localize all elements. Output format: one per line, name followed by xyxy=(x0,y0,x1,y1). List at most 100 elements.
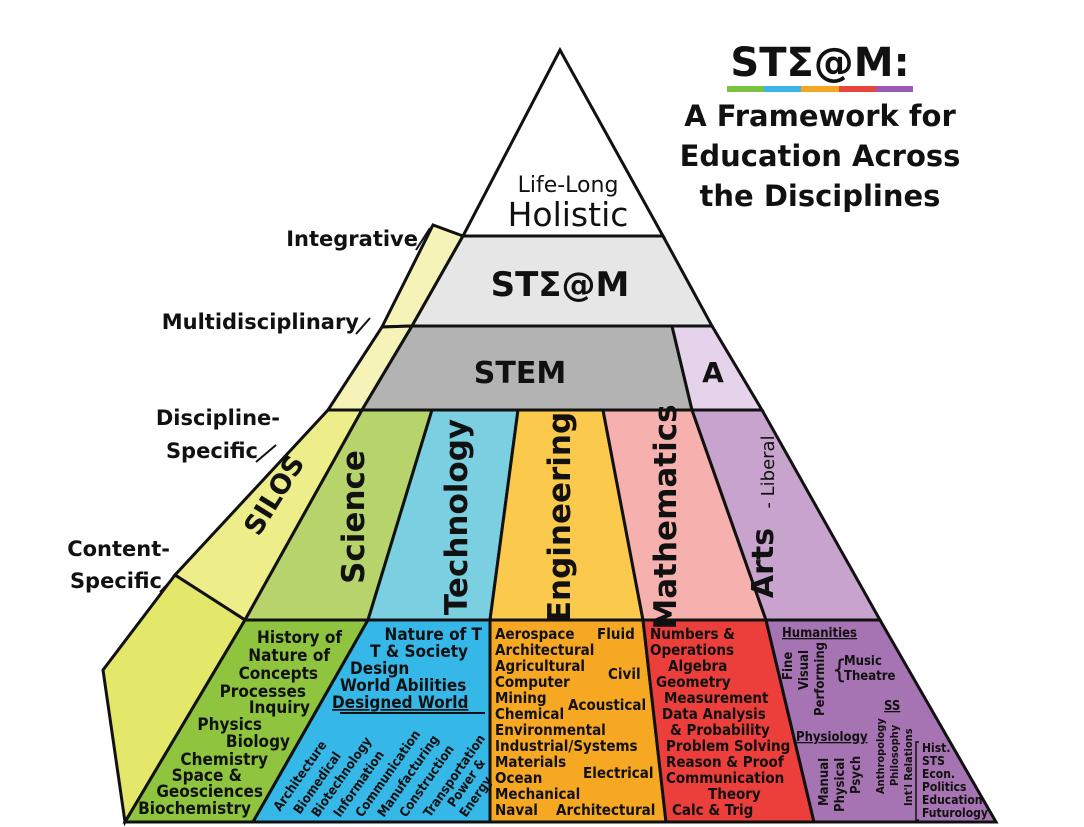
technology-item: Design xyxy=(350,659,409,679)
mathematics-item: Theory xyxy=(708,785,761,803)
arts-physical: Physical xyxy=(833,758,848,812)
engineering-item: Mining xyxy=(495,689,547,707)
subtitle-line: Education Across xyxy=(679,139,961,173)
title-block: STΣ@M: A Framework for Education Across … xyxy=(660,40,980,216)
mathematics-item: Numbers & xyxy=(650,625,735,643)
arts-base xyxy=(764,618,999,824)
technology-item: T & Society xyxy=(370,642,468,662)
arts-list-item: Politics xyxy=(922,780,966,794)
stem-label: STEM xyxy=(474,356,566,391)
rainbow-segment xyxy=(838,86,876,92)
content-specific-line2: Specific xyxy=(70,569,162,593)
engineering-item: Computer xyxy=(495,673,570,691)
science-item: Space & xyxy=(172,766,242,786)
title-main: STΣ@M: xyxy=(730,40,910,86)
mathematics-item: Operations xyxy=(650,641,734,659)
integrative-leader xyxy=(415,227,431,251)
engineering-item: Ocean xyxy=(495,769,542,787)
science-item: Geosciences xyxy=(156,782,263,802)
arts-intl-relations: Int'l Relations xyxy=(902,728,915,806)
a-label: A xyxy=(702,356,724,389)
content-specific-line1: Content- xyxy=(67,537,170,561)
technology-item: Designed World xyxy=(332,693,468,713)
mathematics-item: & Probability xyxy=(670,721,770,739)
engineering-item: Environmental xyxy=(495,721,606,739)
engineering-item: Fluid xyxy=(597,625,635,643)
engineering-item: Electrical xyxy=(583,764,653,782)
science-item: Biology xyxy=(226,732,290,752)
life-long-label: Life-Long xyxy=(518,173,619,198)
integrative-side-label: Integrative xyxy=(286,227,418,251)
arts-theatre: Theatre xyxy=(844,669,895,684)
holistic-label: Holistic xyxy=(508,195,629,234)
engineering-item: Agricultural xyxy=(495,657,585,675)
arts-performing: Performing xyxy=(813,642,828,716)
rainbow-segment xyxy=(801,86,839,92)
engineering-item: Chemical xyxy=(495,705,564,723)
arts-physiology: Physiology xyxy=(796,730,868,745)
arts-liberal-label: - Liberal xyxy=(758,435,779,508)
arts-list-bracket xyxy=(915,741,919,821)
engineering-item: Civil xyxy=(608,665,641,683)
engineering-item: Mechanical xyxy=(495,785,580,803)
technology-label: Technology xyxy=(439,419,475,615)
arts-philosophy: Philosophy xyxy=(888,724,901,786)
arts-humanities: Humanities xyxy=(782,626,857,641)
title-subtitle: A Framework for Education Across the Dis… xyxy=(660,96,980,216)
arts-list-item: Education xyxy=(922,793,982,807)
arts-list-item: STS xyxy=(922,754,945,768)
arts-brace: { xyxy=(832,655,847,685)
content-leader xyxy=(159,574,177,593)
science-item: Nature of xyxy=(248,646,330,666)
engineering-item: Architectural xyxy=(556,801,655,819)
title-rainbow-underline xyxy=(727,86,914,92)
arts-fine: Fine xyxy=(781,652,796,680)
discipline-specific-line2: Specific xyxy=(166,439,258,463)
science-item: Inquiry xyxy=(249,698,310,718)
engineering-item: Naval xyxy=(495,801,538,819)
multidisciplinary-side-label: Multidisciplinary xyxy=(162,310,360,334)
science-item: Biochemistry xyxy=(138,799,251,819)
arts-music: Music xyxy=(844,654,882,669)
mathematics-item: Algebra xyxy=(668,657,727,675)
mathematics-item: Problem Solving xyxy=(666,737,790,755)
discipline-specific-line1: Discipline- xyxy=(156,406,280,430)
engineering-item: Aerospace xyxy=(495,625,574,643)
arts-visual: Visual xyxy=(797,650,812,690)
rainbow-segment xyxy=(764,86,802,92)
rainbow-segment xyxy=(727,86,765,92)
mathematics-label: Mathematics xyxy=(648,404,684,629)
mathematics-item: Measurement xyxy=(664,689,769,707)
mathematics-item: Calc & Trig xyxy=(672,801,753,819)
engineering-item: Industrial/Systems xyxy=(495,737,638,755)
arts-manual: Manual xyxy=(817,758,832,806)
arts-anthropology: Anthropology xyxy=(874,718,887,794)
mathematics-item: Reason & Proof xyxy=(666,753,784,771)
engineering-item: Architectural xyxy=(495,641,594,659)
engineering-label: Engineering xyxy=(542,412,578,622)
science-item: History of xyxy=(257,628,342,648)
subtitle-line: the Disciplines xyxy=(699,179,941,213)
arts-list-item: Econ. xyxy=(922,767,955,781)
arts-psych: Psych xyxy=(849,756,864,794)
rainbow-segment xyxy=(875,86,914,92)
steam-label: STΣ@M xyxy=(491,265,630,305)
multidisciplinary-leader xyxy=(355,317,371,335)
engineering-item: Materials xyxy=(495,753,566,771)
science-item: Physics xyxy=(197,715,262,735)
science-label: Science xyxy=(336,450,372,584)
arts-list-item: Hist. xyxy=(922,741,950,755)
discipline-leader xyxy=(255,444,277,463)
engineering-item: Acoustical xyxy=(568,696,646,714)
technology-item: Nature of T xyxy=(385,625,483,645)
science-item: Processes xyxy=(220,682,306,702)
arts-label: Arts xyxy=(746,528,781,598)
subtitle-line: A Framework for xyxy=(684,99,956,133)
mathematics-item: Geometry xyxy=(656,673,731,691)
technology-item: World Abilities xyxy=(340,676,466,696)
science-item: Concepts xyxy=(239,664,318,684)
arts-ss: SS xyxy=(884,699,900,714)
mathematics-item: Data Analysis xyxy=(662,705,766,723)
arts-list-item: Futurology xyxy=(922,806,988,820)
